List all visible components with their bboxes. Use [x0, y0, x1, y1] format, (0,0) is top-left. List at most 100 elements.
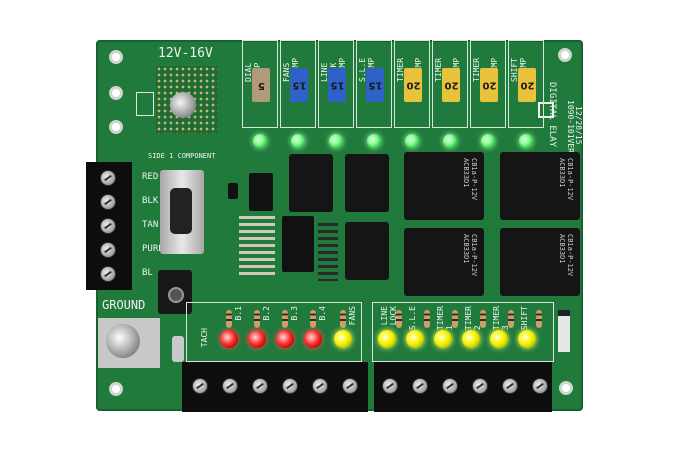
mounting-hole-top-left — [109, 50, 123, 64]
bottom-label-left-1: B.1 — [234, 306, 243, 321]
bottom-resistor-left-3 — [282, 310, 288, 328]
large-relay-text-1: CB1a-P-12V ACB33D1 — [462, 158, 478, 201]
fuse-slot-6 — [432, 40, 468, 128]
fuse-slot-4 — [356, 40, 392, 128]
fuse-rating-1: 5 — [257, 79, 265, 91]
bottom-terminal-right — [374, 362, 552, 412]
ground-post-bolt — [106, 324, 140, 358]
bottom-led-right-2 — [406, 330, 424, 348]
fuse-5[interactable]: 20 — [404, 68, 422, 102]
bottom-resistor-right-2 — [424, 310, 430, 328]
fuse-indicator-led-2 — [291, 134, 305, 148]
fuse-indicator-led-5 — [405, 134, 419, 148]
bottom-terminal-screw-3[interactable] — [252, 378, 268, 394]
ground-label: GROUND — [102, 298, 146, 312]
resistor-bank-right — [318, 223, 338, 281]
fuse-slot-7 — [470, 40, 506, 128]
fuse-slot-8 — [508, 40, 544, 128]
led-group-right-frame — [372, 302, 554, 362]
fuse-7[interactable]: 20 — [480, 68, 498, 102]
left-terminal-label-1: RED — [142, 172, 159, 182]
bottom-terminal-screw-10[interactable] — [472, 378, 488, 394]
bottom-label-left-3: B.3 — [290, 306, 299, 321]
bottom-terminal-screw-2[interactable] — [222, 378, 238, 394]
fuse-indicator-led-7 — [481, 134, 495, 148]
bottom-terminal-screw-9[interactable] — [442, 378, 458, 394]
mounting-hole-bottom-right — [559, 381, 573, 395]
date-code: 12/28/15 — [574, 106, 583, 145]
fuse-2[interactable]: 15 — [290, 68, 308, 102]
led-group-left-frame — [186, 302, 362, 362]
bottom-terminal-screw-11[interactable] — [502, 378, 518, 394]
bottom-led-left-2 — [248, 330, 266, 348]
bottom-led-right-3 — [434, 330, 452, 348]
fuse-rating-6: 20 — [444, 79, 458, 91]
left-terminal-screw-1[interactable] — [100, 170, 116, 186]
large-relay-1: CB1a-P-12V ACB33D1 — [404, 152, 484, 220]
bottom-terminal-screw-1[interactable] — [192, 378, 208, 394]
fuse-slot-5 — [394, 40, 430, 128]
fuse-rating-7: 20 — [482, 79, 496, 91]
bottom-terminal-screw-7[interactable] — [382, 378, 398, 394]
left-terminal-label-2: BLK — [142, 196, 159, 206]
fuse-slot-1 — [242, 40, 278, 128]
bottom-led-right-5 — [490, 330, 508, 348]
small-relay-3 — [345, 222, 389, 280]
fuse-indicator-led-1 — [253, 134, 267, 148]
mounting-hole-left-2 — [109, 120, 123, 134]
large-relay-text-3: CB1a-P-12V ACB33D1 — [462, 234, 478, 277]
left-terminal-screw-2[interactable] — [100, 194, 116, 210]
capacitor — [172, 336, 184, 362]
bottom-led-left-3 — [276, 330, 294, 348]
fuse-rating-2: 15 — [292, 79, 306, 91]
bottom-terminal-screw-8[interactable] — [412, 378, 428, 394]
tach-label: TACH — [200, 328, 209, 348]
left-terminal-label-3: TAN — [142, 220, 159, 230]
left-terminal-screw-5[interactable] — [100, 266, 116, 282]
fuse-indicator-led-3 — [329, 134, 343, 148]
small-ic-3 — [228, 183, 238, 199]
fuse-indicator-led-8 — [519, 134, 533, 148]
mounting-hole-left-1 — [109, 86, 123, 100]
bottom-resistor-left-2 — [254, 310, 260, 328]
bottom-led-right-1 — [378, 330, 396, 348]
small-capacitor-grid — [136, 92, 154, 116]
bottom-terminal-left — [182, 362, 368, 412]
bottom-resistor-right-6 — [536, 310, 542, 328]
bottom-resistor-right-1 — [396, 310, 402, 328]
bottom-label-right-2: S.L.E — [408, 306, 417, 331]
fuse-rating-3: 15 — [330, 79, 344, 91]
bottom-terminal-screw-5[interactable] — [312, 378, 328, 394]
large-relay-text-4: CB1a-P-12V ACB33D1 — [558, 234, 574, 277]
fuse-rating-4: 15 — [368, 79, 382, 91]
left-terminal-screw-3[interactable] — [100, 218, 116, 234]
fuse-rating-8: 20 — [520, 79, 534, 91]
fuse-3[interactable]: 15 — [328, 68, 346, 102]
left-terminal-screw-4[interactable] — [100, 242, 116, 258]
large-relay-text-2: CB1a-P-12V ACB33D1 — [558, 158, 574, 201]
bottom-led-left-1 — [220, 330, 238, 348]
left-terminal-label-5: BL — [142, 268, 153, 278]
bottom-terminal-screw-4[interactable] — [282, 378, 298, 394]
fuse-slot-2 — [280, 40, 316, 128]
fuse-slot-3 — [318, 40, 354, 128]
fuse-4[interactable]: 15 — [366, 68, 384, 102]
mounting-hole-top-right — [558, 48, 572, 62]
bottom-led-right-6 — [518, 330, 536, 348]
fuse-8[interactable]: 20 — [518, 68, 536, 102]
bottom-resistor-right-5 — [508, 310, 514, 328]
bottom-terminal-screw-12[interactable] — [532, 378, 548, 394]
fuse-1[interactable]: 5 — [252, 68, 270, 102]
bottom-terminal-screw-6[interactable] — [342, 378, 358, 394]
large-relay-2: CB1a-P-12V ACB33D1 — [500, 152, 580, 220]
circuit-board: 12V-16V DIGITAL ELAY 1090-101VERS 2 12/2… — [86, 40, 583, 412]
bottom-led-right-4 — [462, 330, 480, 348]
bottom-resistor-right-3 — [452, 310, 458, 328]
brand-logo — [538, 102, 554, 118]
bottom-led-left-4 — [304, 330, 322, 348]
bottom-resistor-left-1 — [226, 310, 232, 328]
fuse-6[interactable]: 20 — [442, 68, 460, 102]
fuse-rating-5: 20 — [406, 79, 420, 91]
bottom-label-left-2: B.2 — [262, 306, 271, 321]
bottom-label-left-4: B.4 — [318, 306, 327, 321]
